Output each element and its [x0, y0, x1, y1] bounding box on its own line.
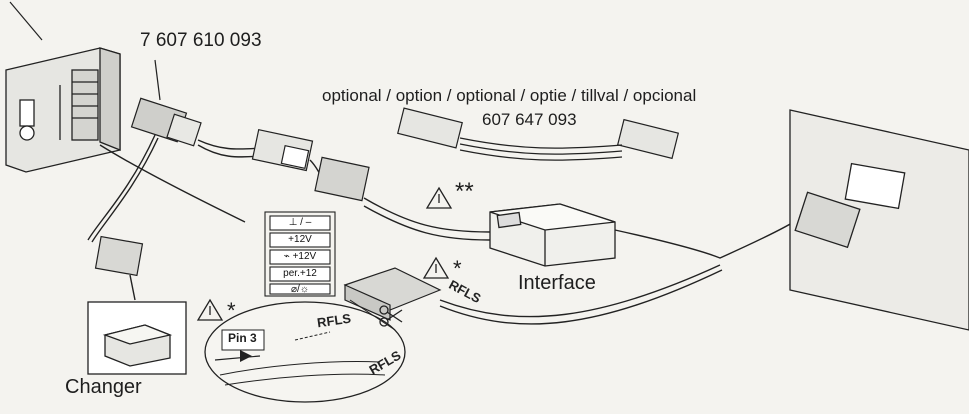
callout-line-top — [9, 1, 43, 41]
pin-label-permanent-12v: per.+12 — [283, 268, 317, 279]
warning-asterisk-zoom: * — [227, 298, 236, 323]
pin-label-ground: ⊥ / – — [288, 217, 312, 228]
warning-triangle-icon — [425, 186, 453, 209]
pin-label-switched-12v: ⌁ +12V — [283, 251, 317, 262]
adapter-part-number: 7 607 610 093 — [140, 30, 262, 51]
changer-plug — [94, 235, 144, 277]
optional-part-number: 607 647 093 — [482, 110, 577, 129]
pin3-label: Pin 3 — [228, 331, 257, 345]
warning-triangle-icon — [422, 256, 450, 279]
adapter-harness — [130, 59, 202, 147]
inline-connectors — [251, 129, 370, 202]
pin-label-illumination: ⌀/☼ — [291, 284, 309, 295]
vehicle-socket-panel — [789, 109, 969, 331]
optional-caption: optional / option / optional / optie / t… — [322, 86, 697, 105]
pin-label-12v: +12V — [288, 234, 312, 245]
interface-label: Interface — [518, 272, 596, 294]
pinout-box — [264, 211, 336, 297]
detail-zoom-circle — [204, 301, 406, 403]
car-radio-unit — [5, 47, 121, 173]
warning-double-asterisk: ** — [455, 178, 474, 205]
interface-box — [489, 203, 616, 267]
cable-bundle — [87, 134, 801, 325]
rfls-connector — [343, 267, 442, 321]
changer-device — [87, 301, 187, 375]
optional-cable — [397, 107, 680, 161]
warning-triangle-icon — [196, 298, 224, 321]
warning-asterisk-interface: * — [453, 256, 462, 281]
changer-label: Changer — [65, 376, 142, 398]
scissors-icon — [379, 305, 403, 327]
